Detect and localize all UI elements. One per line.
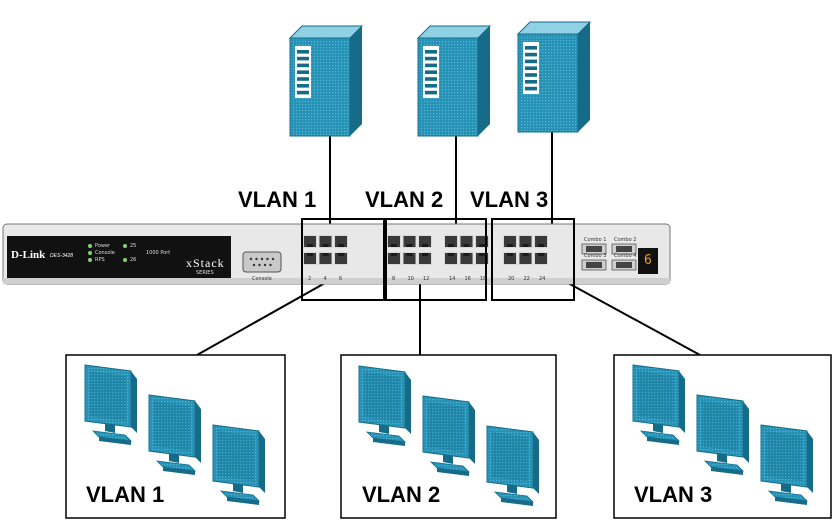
monitor-icon [696,394,749,475]
group-2-label: VLAN 2 [362,482,441,507]
server-tower-icon [288,25,364,137]
monitor-icon [148,394,201,475]
monitor-icon [422,395,475,476]
switch-model-label: DES-3428 [50,253,74,259]
monitor-icon [632,364,685,445]
vlan-2-port-label: VLAN 2 [365,187,444,212]
ethernet-port [303,235,317,248]
ethernet-port [459,252,474,265]
ethernet-port [518,252,533,265]
port-number-label: 12 [423,276,430,282]
monitor-icon [212,424,265,505]
combo-port-label: Combo 3 [584,253,607,259]
ethernet-port [318,235,333,248]
workstations [84,364,813,506]
ethernet-port [503,235,517,248]
port-number-label: 22 [523,276,530,282]
combo-port-label: Combo 2 [614,237,637,243]
vlan-2-port-box [385,218,487,301]
monitor-icon [84,364,137,445]
ethernet-port [534,235,548,248]
network-switch-icon [2,223,671,285]
combo-ports [581,243,637,271]
ethernet-port [444,252,458,265]
ethernet-port [534,252,548,265]
ethernet-port [318,252,333,265]
ethernet-port [303,252,317,265]
unit-id-display: 6 [644,253,652,268]
led-label-uplink-26: 26 [130,257,137,263]
ethernet-port [444,235,458,248]
vlan-3-port-label: VLAN 3 [470,187,549,212]
led-label-uplink-25: 25 [130,243,137,249]
unit-display [638,248,658,274]
switch-chassis-shade [3,278,670,284]
vlan-3-port-box [491,218,575,301]
uplink-caption: 1000 Port [146,250,171,256]
combo-port [581,243,607,255]
monitor-icon [486,425,539,506]
port-number-label: 14 [449,276,456,282]
server-tower-icon [416,25,492,137]
vlan-1-port-label: VLAN 1 [238,187,317,212]
console-pins [249,257,275,267]
group-1-label: VLAN 1 [86,482,165,507]
ethernet-port [387,235,401,248]
port-number-label: 8 [392,276,396,282]
switch-brand-logo: D-Link [11,249,46,261]
ethernet-port [387,252,401,265]
port-number-label: 20 [508,276,515,282]
port-number-label: 18 [480,276,487,282]
console-label: Console [252,276,272,282]
status-led-dots [88,244,127,262]
led-label-power: Power [95,243,111,249]
ethernet-port [518,235,533,248]
ethernet-port [418,235,432,248]
port-number-label: 10 [407,276,414,282]
combo-port [611,243,637,255]
ethernet-port [459,235,474,248]
console-port [242,251,282,273]
port-number-label: 6 [339,276,343,282]
led-label-rps: RPS [95,257,105,263]
series-sub-label: SERIES [196,270,214,276]
port-number-label: 24 [539,276,546,282]
ethernet-port [402,252,417,265]
combo-port [611,259,637,271]
vlan-1-port-box [301,218,385,301]
ethernet-port [418,252,432,265]
xstack-logo: xStack [186,256,225,270]
led-label-console: Console [95,250,115,256]
combo-port [581,259,607,271]
combo-port-label: Combo 4 [614,253,637,259]
ethernet-port [503,252,517,265]
port-number-label: 16 [464,276,471,282]
combo-port-label: Combo 1 [584,237,607,243]
switch-front-panel [7,236,231,278]
ethernet-ports [303,235,548,265]
vlan-port-groups [301,218,575,301]
ethernet-port [402,235,417,248]
monitor-icon [760,424,813,505]
server-tower-icon [516,21,592,133]
monitor-icon [358,365,411,446]
ethernet-port [334,252,348,265]
port-number-label: 2 [308,276,312,282]
servers [288,21,592,137]
port-number-label: 4 [323,276,327,282]
group-3-label: VLAN 3 [634,482,713,507]
ethernet-port [334,235,348,248]
